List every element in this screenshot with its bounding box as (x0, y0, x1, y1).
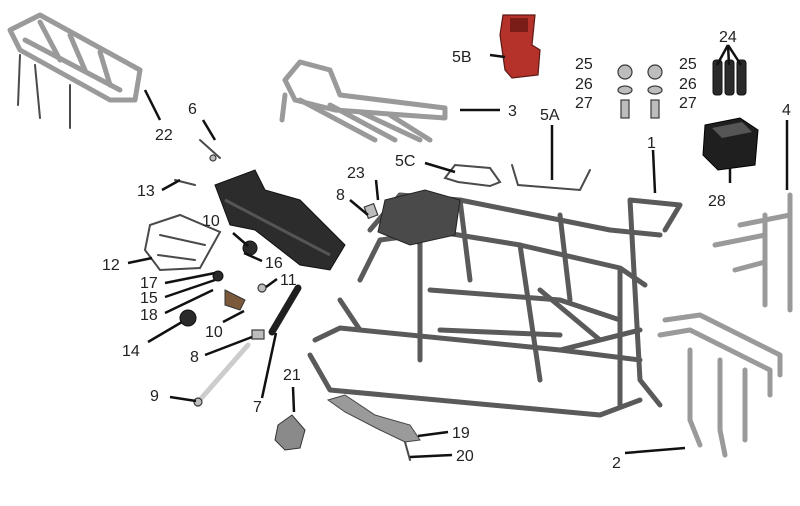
label-17: 17 (140, 275, 158, 292)
label-25-right: 25 (679, 56, 697, 73)
shock-rod-part (268, 284, 302, 336)
label-8-bottom: 8 (190, 349, 199, 366)
label-10-top: 10 (202, 213, 220, 230)
label-28: 28 (708, 193, 726, 210)
bracket-5c-part (443, 163, 502, 188)
chain-guard-part (143, 213, 222, 272)
label-5a: 5A (540, 107, 560, 124)
swingarm-part (214, 169, 346, 271)
label-26-left: 26 (575, 76, 593, 93)
caliper-bracket-part (274, 414, 306, 451)
label-25-left: 25 (575, 56, 593, 73)
label-9: 9 (150, 388, 159, 405)
label-1: 1 (647, 135, 656, 152)
leader-lines (127, 44, 789, 459)
label-24: 24 (719, 29, 737, 46)
rubber-bushing-set (712, 59, 747, 96)
label-16: 16 (265, 255, 283, 272)
label-14: 14 (122, 343, 140, 360)
rear-subframe-part (279, 59, 448, 143)
label-13: 13 (137, 183, 155, 200)
main-frame-part (307, 189, 683, 418)
label-26-right: 26 (679, 76, 697, 93)
label-23: 23 (347, 165, 365, 182)
label-5c: 5C (395, 153, 415, 170)
label-18: 18 (140, 307, 158, 324)
nut-washer-bolt-set (617, 64, 663, 119)
rear-rack-part (7, 12, 143, 129)
label-19: 19 (452, 425, 470, 442)
label-11: 11 (280, 272, 297, 289)
label-27-left: 27 (575, 95, 593, 112)
brake-pedal-part (326, 394, 421, 461)
label-20: 20 (456, 448, 474, 465)
red-bracket-part (499, 14, 541, 79)
battery-box-part (702, 117, 759, 171)
callout-labels: 22 6 13 5B 3 5A 5C 25 26 27 25 26 27 24 … (102, 29, 791, 472)
axle-part (193, 342, 251, 407)
label-12: 12 (102, 257, 120, 274)
label-4: 4 (782, 102, 791, 119)
label-10-bottom: 10 (205, 324, 223, 341)
bracket-5a-part (511, 164, 591, 192)
label-21: 21 (283, 367, 301, 384)
label-6: 6 (188, 101, 197, 118)
side-bracket-part (712, 192, 793, 313)
label-3: 3 (508, 103, 517, 120)
label-27-right: 27 (679, 95, 697, 112)
label-15: 15 (140, 290, 158, 307)
label-2: 2 (612, 455, 621, 472)
front-bumper-part (657, 312, 783, 458)
label-8-top: 8 (336, 187, 345, 204)
label-22: 22 (155, 127, 173, 144)
label-7: 7 (253, 399, 262, 416)
label-5b: 5B (452, 49, 472, 66)
